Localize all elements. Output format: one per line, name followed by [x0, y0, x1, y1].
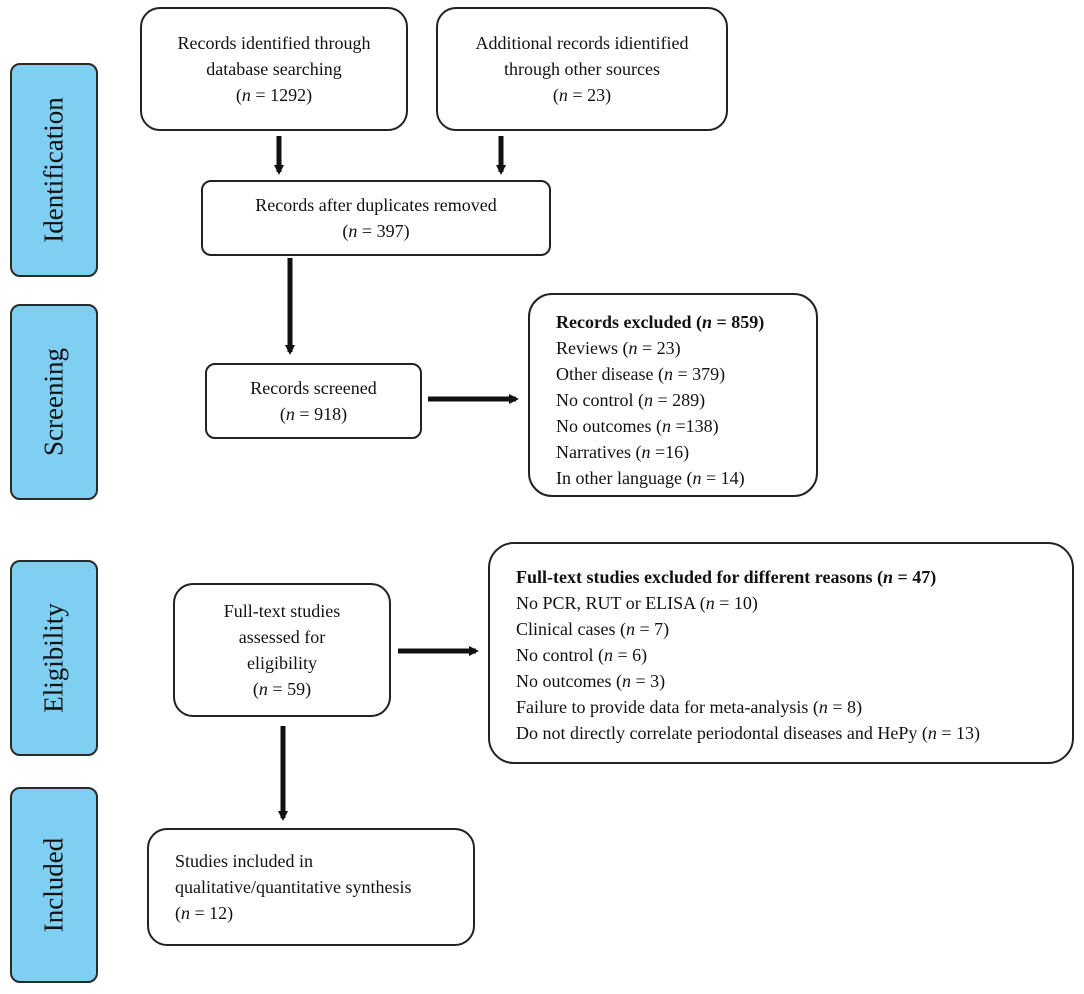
- box-line: Full-text studies: [223, 601, 341, 621]
- box-fulltext-excluded: Full-text studies excluded for different…: [488, 542, 1074, 764]
- n-symbol: n: [621, 671, 631, 691]
- n-symbol: n: [603, 645, 613, 665]
- fulltext-excluded-item: Clinical cases (n = 7): [516, 619, 670, 639]
- excluded-label: No PCR, RUT or ELISA: [516, 593, 696, 613]
- excluded-item: No control (n = 289): [556, 390, 706, 410]
- n-symbol: n: [348, 221, 358, 241]
- box-line: eligibility: [247, 653, 317, 673]
- box-studies-included: Studies included in qualitative/quantita…: [147, 828, 475, 946]
- excluded-count: = 6: [617, 645, 642, 665]
- box-count: (n = 918): [279, 404, 348, 424]
- box-line: qualitative/quantitative synthesis: [175, 877, 412, 897]
- stage-eligibility: Eligibility: [10, 560, 98, 756]
- n-symbol: n: [701, 312, 712, 332]
- box-line: Records screened: [250, 378, 377, 398]
- fulltext-excluded-item: Do not directly correlate periodontal di…: [516, 723, 981, 743]
- n-symbol: n: [625, 619, 635, 639]
- box-database-searching: Records identified through database sear…: [140, 7, 408, 131]
- n-symbol: n: [181, 903, 190, 923]
- excluded-label: No control: [516, 645, 594, 665]
- excluded-item: Other disease (n = 379): [556, 364, 726, 384]
- box-count: (n = 12): [175, 903, 234, 923]
- excluded-count: = 3: [635, 671, 660, 691]
- excluded-item: Reviews (n = 23): [556, 338, 681, 358]
- count-value: = 397: [361, 221, 404, 241]
- excluded-count: = 13: [941, 723, 975, 743]
- excluded-label: Narratives: [556, 442, 631, 462]
- stage-screening: Screening: [10, 304, 98, 500]
- n-symbol: n: [241, 85, 251, 105]
- fulltext-excluded-title: Full-text studies excluded for different…: [516, 567, 937, 587]
- n-symbol: n: [661, 416, 671, 436]
- box-line: Records after duplicates removed: [255, 195, 497, 215]
- stage-included: Included: [10, 787, 98, 983]
- box-count: (n = 397): [342, 221, 410, 241]
- excluded-label: In other language: [556, 468, 682, 488]
- n-symbol: n: [927, 723, 937, 743]
- count-value: = 1292: [255, 85, 307, 105]
- excluded-item: In other language (n = 14): [556, 468, 745, 488]
- fulltext-excluded-title-count: = 47: [897, 567, 931, 587]
- fulltext-excluded-item: Failure to provide data for meta-analysi…: [516, 697, 863, 717]
- box-other-sources: Additional records idientified through o…: [436, 7, 728, 131]
- box-fulltext-assessed: Full-text studies assessed for eligibili…: [173, 583, 391, 717]
- excluded-item: No outcomes (n =138): [556, 416, 719, 436]
- excluded-label: Other disease: [556, 364, 654, 384]
- box-count: (n = 59): [252, 679, 312, 699]
- box-line: Records identified through: [177, 33, 371, 53]
- count-value: = 23: [572, 85, 606, 105]
- excluded-label: Failure to provide data for meta-analysi…: [516, 697, 809, 717]
- n-symbol: n: [692, 468, 702, 488]
- n-symbol: n: [663, 364, 673, 384]
- excluded-label: Reviews: [556, 338, 618, 358]
- n-symbol: n: [641, 442, 651, 462]
- excluded-label: No outcomes: [516, 671, 612, 691]
- n-symbol: n: [882, 567, 893, 587]
- excluded-count: = 23: [642, 338, 675, 358]
- fulltext-excluded-item: No PCR, RUT or ELISA (n = 10): [516, 593, 758, 613]
- excluded-label: No control: [556, 390, 634, 410]
- fulltext-excluded-title-text: Full-text studies excluded for different…: [516, 567, 873, 587]
- n-symbol: n: [705, 593, 715, 613]
- excluded-label: Do not directly correlate periodontal di…: [516, 723, 918, 743]
- excluded-count: = 14: [705, 468, 739, 488]
- box-line: assessed for: [238, 627, 326, 647]
- box-line: database searching: [206, 59, 342, 79]
- excluded-label: No outcomes: [556, 416, 652, 436]
- fulltext-excluded-item: No control (n = 6): [516, 645, 648, 665]
- box-line: through other sources: [504, 59, 660, 79]
- excluded-title-count: = 859: [716, 312, 759, 332]
- excluded-count: = 379: [677, 364, 720, 384]
- box-duplicates-removed: Records after duplicates removed (n = 39…: [201, 180, 551, 256]
- n-symbol: n: [558, 85, 568, 105]
- fulltext-excluded-item: No outcomes (n = 3): [516, 671, 666, 691]
- box-records-excluded: Records excluded (n = 859) Reviews (n = …: [528, 293, 818, 497]
- n-symbol: n: [258, 679, 268, 699]
- box-count: (n = 1292): [235, 85, 313, 105]
- n-symbol: n: [818, 697, 828, 717]
- excluded-title: Records excluded (n = 859): [556, 312, 765, 332]
- box-records-screened: Records screened (n = 918): [205, 363, 422, 439]
- excluded-count: = 289: [657, 390, 700, 410]
- n-symbol: n: [643, 390, 653, 410]
- excluded-count: = 7: [639, 619, 664, 639]
- count-value: = 12: [194, 903, 228, 923]
- count-value: = 918: [299, 404, 342, 424]
- excluded-count: =138: [675, 416, 713, 436]
- excluded-item: Narratives (n =16): [556, 442, 690, 462]
- stage-identification: Identification: [10, 63, 98, 277]
- n-symbol: n: [285, 404, 295, 424]
- count-value: = 59: [272, 679, 306, 699]
- excluded-count: =16: [654, 442, 684, 462]
- excluded-count: = 10: [719, 593, 752, 613]
- box-count: (n = 23): [552, 85, 612, 105]
- box-line: Additional records idientified: [475, 33, 689, 53]
- n-symbol: n: [628, 338, 638, 358]
- excluded-count: = 8: [832, 697, 857, 717]
- excluded-label: Clinical cases: [516, 619, 616, 639]
- excluded-title-text: Records excluded: [556, 312, 692, 332]
- box-line: Studies included in: [175, 851, 313, 871]
